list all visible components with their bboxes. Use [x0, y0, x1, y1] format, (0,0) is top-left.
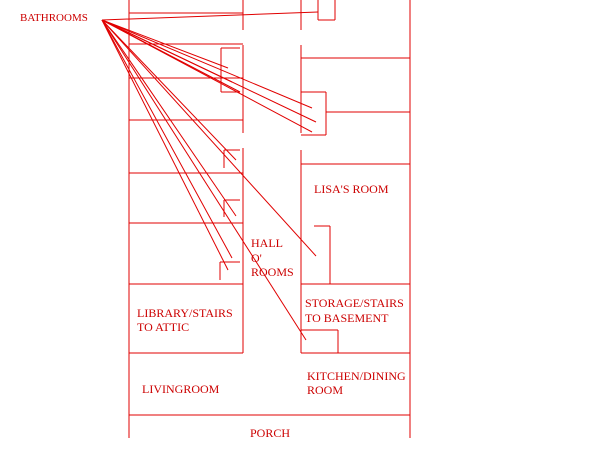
bathroom-pointer-line	[101, 19, 237, 217]
bathroom-pointer-line	[101, 19, 233, 259]
hall-label-line3: ROOMS	[251, 265, 294, 279]
storage-label-line2: TO BASEMENT	[305, 311, 389, 325]
bathroom-pointer-line	[101, 19, 237, 161]
bathroom-pointer-line	[101, 19, 313, 109]
bathroom-pointer-line	[101, 11, 319, 21]
kitchen-label-line2: ROOM	[307, 383, 343, 397]
bathroom-pointer-line	[101, 19, 313, 133]
kitchen-label-line1: KITCHEN/DINING	[307, 369, 406, 383]
porch-label: PORCH	[250, 426, 290, 440]
living-room-label: LIVINGROOM	[142, 382, 220, 396]
bathroom-pointer-lines	[101, 11, 319, 341]
library-label-line2: TO ATTIC	[137, 320, 189, 334]
bathrooms-label: BATHROOMS	[20, 12, 88, 24]
library-label-line1: LIBRARY/STAIRS	[137, 306, 233, 320]
bathroom-pointer-line	[101, 19, 317, 257]
bathroom-pointer-line	[101, 19, 229, 271]
bathroom-pointer-line	[101, 19, 317, 123]
hall-label-line2: O'	[251, 251, 262, 265]
hall-label-line1: HALL	[251, 236, 283, 250]
bathroom-pointer-line	[101, 19, 229, 69]
storage-label-line1: STORAGE/STAIRS	[305, 296, 404, 310]
lisas-room-label: LISA'S ROOM	[314, 182, 389, 196]
bathroom-pointer-line	[101, 19, 307, 341]
